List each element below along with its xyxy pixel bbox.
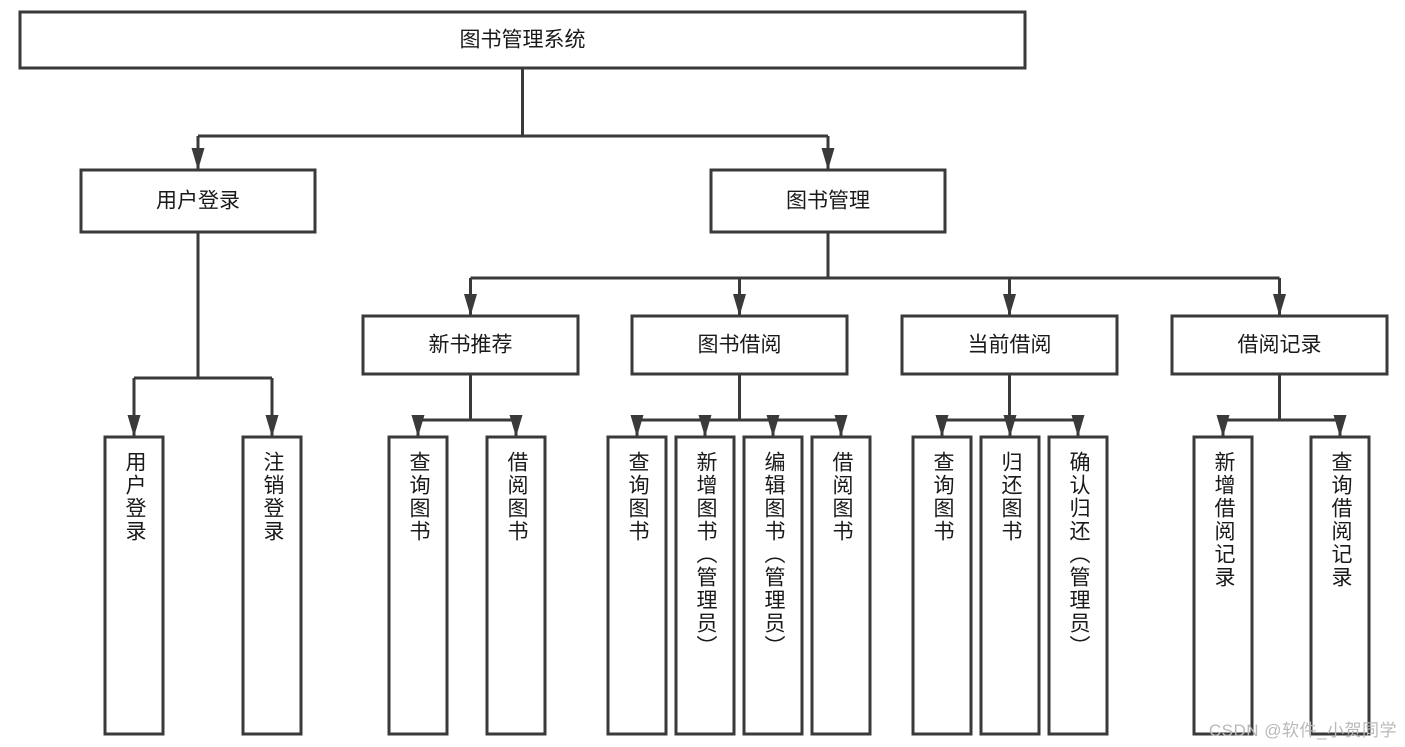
node-leaf-add-book[interactable] [674, 435, 736, 736]
node-box-leaf-borrow-book-1 [485, 435, 547, 736]
node-box-leaf-logout [241, 435, 303, 736]
node-leaf-return-book[interactable] [979, 435, 1041, 736]
node-label-new-book-rec: 新书推荐 [429, 334, 513, 357]
arrow-head-icon [935, 415, 949, 437]
node-leaf-query-book-3[interactable] [911, 435, 973, 736]
arrow-head-icon [1216, 415, 1230, 437]
node-box-leaf-add-record [1192, 435, 1254, 736]
node-box-leaf-edit-book [742, 435, 804, 736]
arrow-head-icon [1003, 415, 1017, 437]
node-box-book-manage [709, 168, 947, 234]
arrow-head-icon [1003, 294, 1016, 316]
arrow-head-icon [127, 415, 141, 437]
arrow-head-icon [265, 415, 279, 437]
node-leaf-query-book-2[interactable] [606, 435, 668, 736]
node-box-leaf-query-record [1309, 435, 1371, 736]
edge-group-book-manage [464, 232, 1286, 316]
node-label-current-borrow: 当前借阅 [968, 334, 1052, 357]
arrow-head-icon [821, 148, 835, 170]
arrow-head-icon [191, 148, 205, 170]
edge-group-user-login [127, 232, 279, 437]
edge-group-new-book-rec [411, 374, 523, 437]
node-borrow-record[interactable]: 借阅记录 [1170, 314, 1389, 376]
node-leaf-confirm-return[interactable] [1047, 435, 1109, 736]
node-leaf-borrow-book-2[interactable] [810, 435, 872, 736]
edge-group-book-borrow [630, 374, 848, 437]
node-box-book-borrow [630, 314, 849, 376]
node-book-borrow[interactable]: 图书借阅 [630, 314, 849, 376]
node-leaf-query-book-1[interactable] [387, 435, 449, 736]
arrow-head-icon [1273, 294, 1286, 316]
arrow-head-icon [509, 415, 523, 437]
arrow-head-icon [411, 415, 425, 437]
arrow-head-icon [630, 415, 644, 437]
csdn-watermark: CSDN @软件_小贺同学 [1208, 721, 1397, 740]
node-current-borrow[interactable]: 当前借阅 [900, 314, 1119, 376]
arrow-head-icon [766, 415, 780, 437]
node-box-leaf-user-login [103, 435, 165, 736]
node-label-user-login: 用户登录 [156, 190, 240, 213]
node-leaf-query-record[interactable] [1309, 435, 1371, 736]
node-leaf-logout[interactable] [241, 435, 303, 736]
node-label-book-manage: 图书管理 [786, 190, 870, 213]
node-new-book-rec[interactable]: 新书推荐 [361, 314, 580, 376]
node-root[interactable]: 图书管理系统 [18, 10, 1027, 70]
node-box-leaf-add-book [674, 435, 736, 736]
arrow-head-icon [733, 294, 746, 316]
connector-layer [127, 68, 1347, 437]
edge-group-borrow-record [1216, 374, 1347, 437]
node-label-borrow-record: 借阅记录 [1238, 334, 1322, 357]
arrow-head-icon [1071, 415, 1085, 437]
node-leaf-borrow-book-1[interactable] [485, 435, 547, 736]
node-box-borrow-record [1170, 314, 1389, 376]
arrow-head-icon [1333, 415, 1347, 437]
node-label-book-borrow: 图书借阅 [698, 334, 782, 357]
node-box-user-login [79, 168, 317, 234]
node-box-leaf-query-book-1 [387, 435, 449, 736]
node-box-current-borrow [900, 314, 1119, 376]
arrow-head-icon [834, 415, 848, 437]
node-leaf-add-record[interactable] [1192, 435, 1254, 736]
node-box-new-book-rec [361, 314, 580, 376]
arrow-head-icon [464, 294, 477, 316]
node-leaf-user-login[interactable] [103, 435, 165, 736]
node-box-leaf-query-book-2 [606, 435, 668, 736]
node-box-leaf-return-book [979, 435, 1041, 736]
node-box-root [18, 10, 1027, 70]
node-leaf-edit-book[interactable] [742, 435, 804, 736]
arrow-head-icon [698, 415, 712, 437]
node-box-leaf-query-book-3 [911, 435, 973, 736]
node-box-leaf-borrow-book-2 [810, 435, 872, 736]
edge-group-root [191, 68, 835, 170]
node-box-leaf-confirm-return [1047, 435, 1109, 736]
edge-group-current-borrow [935, 374, 1085, 437]
node-book-manage[interactable]: 图书管理 [709, 168, 947, 234]
node-label-root: 图书管理系统 [460, 29, 586, 52]
node-user-login[interactable]: 用户登录 [79, 168, 317, 234]
